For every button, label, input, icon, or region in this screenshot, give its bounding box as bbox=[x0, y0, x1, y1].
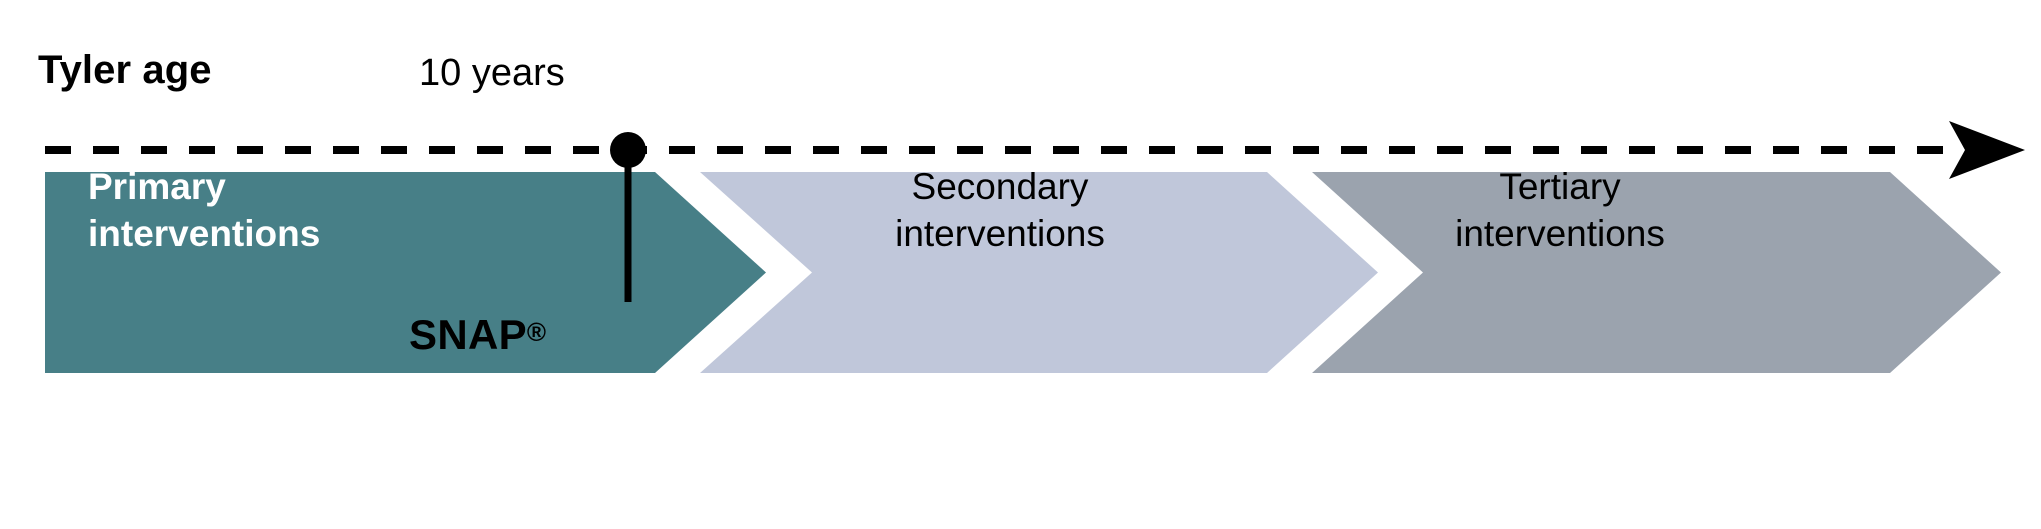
timeline-marker-dot bbox=[610, 132, 646, 168]
stage-label-primary-line1: Primary bbox=[88, 166, 226, 207]
stage-shape-secondary[interactable] bbox=[700, 172, 1378, 373]
registered-trademark-icon: ® bbox=[526, 317, 547, 347]
stage-label-primary-line2: interventions bbox=[88, 213, 321, 255]
marker-age-label: 10 years bbox=[419, 52, 565, 94]
page-title: Tyler age bbox=[38, 48, 212, 92]
snap-annotation-label: SNAP® bbox=[409, 310, 546, 360]
stage-label-tertiary-line1: Tertiary bbox=[1499, 166, 1621, 207]
stage-shape-primary[interactable] bbox=[45, 172, 766, 373]
stage-label-secondary: Secondary interventions bbox=[620, 163, 1380, 258]
timeline-arrowhead-icon bbox=[1949, 121, 2025, 179]
stage-shape-tertiary[interactable] bbox=[1312, 172, 2001, 373]
stage-label-secondary-line2: interventions bbox=[895, 213, 1105, 255]
stage-label-tertiary-line2: interventions bbox=[1455, 213, 1665, 255]
stage-label-tertiary: Tertiary interventions bbox=[1190, 163, 1930, 258]
stage-label-secondary-line1: Secondary bbox=[911, 166, 1089, 207]
snap-text: SNAP bbox=[409, 311, 527, 358]
stage-label-primary: Primary interventions bbox=[88, 163, 508, 258]
